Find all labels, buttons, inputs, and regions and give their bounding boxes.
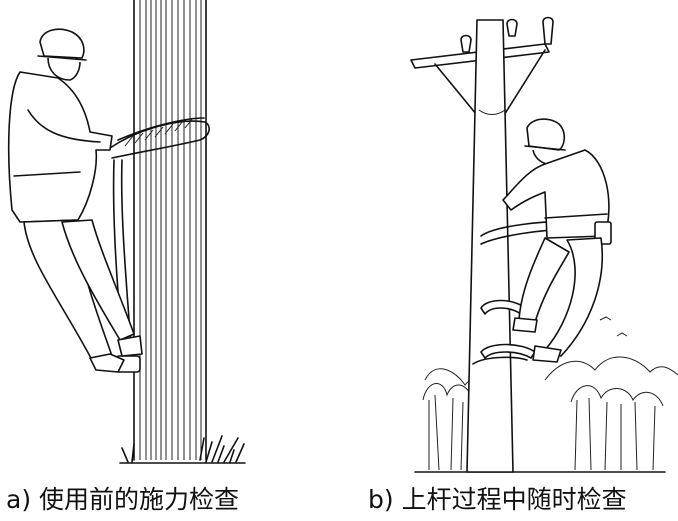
worker bbox=[502, 118, 612, 363]
illustration-panel-b bbox=[395, 0, 678, 480]
caption-panel-a: a) 使用前的施力检查 bbox=[6, 485, 240, 514]
landscape bbox=[414, 316, 678, 473]
caption-panel-b: b) 上杆过程中随时检查 bbox=[368, 485, 627, 514]
grass bbox=[119, 435, 246, 464]
worker-climbing-drawing bbox=[410, 16, 678, 473]
illustration-panel-a bbox=[0, 0, 300, 480]
pole bbox=[466, 19, 514, 473]
worker bbox=[7, 28, 143, 373]
worker-force-check-drawing bbox=[7, 0, 246, 464]
pole bbox=[133, 0, 207, 461]
